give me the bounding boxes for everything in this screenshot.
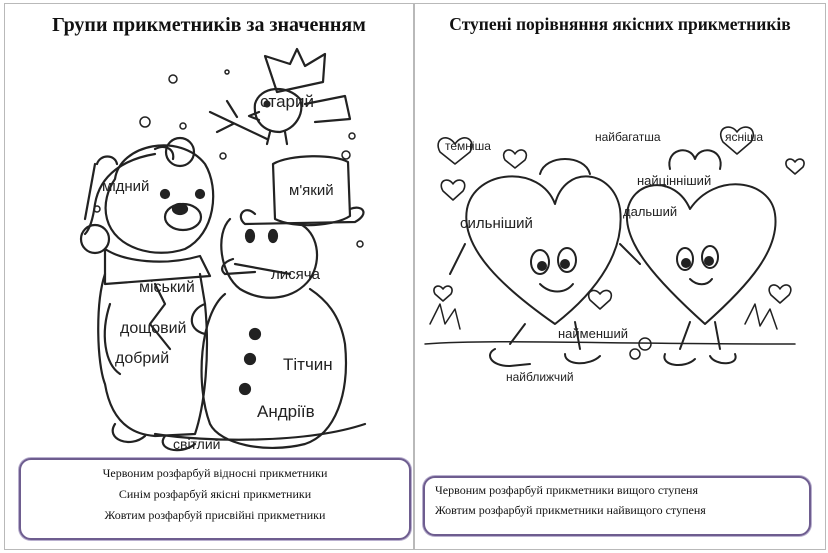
word-dalshyi: дальший [623, 204, 678, 219]
word-doshchovyi: дощовий [120, 320, 187, 337]
bird-drawing [208, 47, 352, 146]
left-heart-drawing [449, 158, 641, 367]
grass-drawing [424, 303, 796, 360]
right-instruction-red: Червоним розфарбуй прикметники вищого ст… [435, 483, 698, 497]
right-heart-drawing [625, 149, 777, 366]
right-instructions-box: Червоним розфарбуй прикметники вищого ст… [423, 476, 811, 536]
hearts-illustration [424, 126, 805, 367]
word-naiblyzhchyi: найближчий [506, 370, 574, 384]
word-lysiacha: лисяча [271, 266, 320, 283]
word-temnisha: темніша [445, 139, 491, 153]
small-hearts [433, 126, 805, 310]
word-andriiv: Андріїв [257, 402, 315, 421]
left-instruction-blue: Синім розфарбуй якісні прикметники [118, 487, 312, 501]
snowman-drawing [153, 155, 367, 450]
word-naibahatsha: найбагатша [595, 130, 661, 144]
left-instructions-box: Червоним розфарбуй відносні прикметники … [19, 458, 411, 540]
left-instruction-red: Червоним розфарбуй відносні прикметники [102, 466, 328, 480]
word-naimenshyi: найменший [558, 326, 628, 341]
word-midnyi: мідний [102, 178, 150, 195]
word-titchyn: Тітчин [283, 355, 333, 374]
left-worksheet-panel: Групи прикметників за значенням [4, 3, 414, 550]
word-naitsinnishyi: найцінніший [637, 173, 712, 188]
right-instruction-yellow: Жовтим розфарбуй прикметники найвищого с… [435, 503, 706, 517]
word-yasnisha: ясніша [725, 130, 764, 144]
word-miakyi: м'який [289, 182, 334, 199]
word-staryi: старий [260, 92, 314, 111]
right-worksheet-panel: Ступені порівняння якісних прикметників [414, 3, 826, 550]
bear-snowman-bird-illustration [79, 47, 367, 452]
right-panel-title: Ступені порівняння якісних прикметників [449, 14, 791, 34]
word-sylnishyi: сильніший [460, 215, 533, 232]
word-dobryi: добрий [115, 350, 170, 367]
word-svitlyi: світлий [173, 436, 221, 452]
left-instruction-yellow: Жовтим розфарбуй присвійні прикметники [104, 508, 326, 522]
bear-drawing [79, 136, 215, 452]
left-panel-title: Групи прикметників за значенням [52, 14, 366, 36]
word-miskyi: міський [139, 279, 195, 296]
